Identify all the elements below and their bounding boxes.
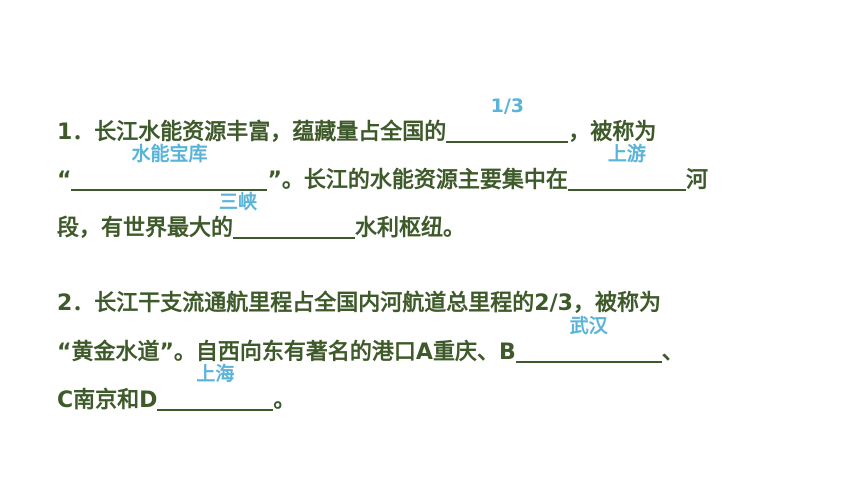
q1-blank-2: 水能宝库 xyxy=(71,143,268,191)
q2-line-1: 2．长江干支流通航里程占全国内河航道总里程的2/3，被称为 xyxy=(57,284,661,324)
q1-text-1a: 1．长江水能资源丰富，蕴藏量占全国的 xyxy=(57,120,447,145)
q1-blank-1: 1/3 xyxy=(446,95,569,143)
q2-text-3b: 。 xyxy=(273,388,296,413)
q2-text-2a: “黄金水道”。自西向东有著名的港口A重庆、B xyxy=(57,340,516,365)
q2-blank-1: 武汉 xyxy=(515,315,662,363)
q1-text-3a: 段，有世界最大的 xyxy=(57,216,234,241)
q1-line-1: 1．长江水能资源丰富，蕴藏量占全国的 1/3 ，被称为 xyxy=(57,95,657,153)
q1-text-3b: 水利枢纽。 xyxy=(355,216,466,241)
q2-text-2b: 、 xyxy=(661,340,684,365)
q2-text-1: 2．长江干支流通航里程占全国内河航道总里程的2/3，被称为 xyxy=(57,291,661,316)
q2-line-3: C南京和D 上海。 xyxy=(57,363,296,421)
q1-blank-4: 三峡 xyxy=(219,191,356,239)
q2-answer-1: 武汉 xyxy=(569,315,608,337)
q1-text-2b: ”。长江的水能资源主要集中在 xyxy=(267,168,568,193)
q1-line-3: 段，有世界最大的 三峡水利枢纽。 xyxy=(57,191,466,249)
q2-text-3a: C南京和D xyxy=(57,388,158,413)
q2-answer-2: 上海 xyxy=(196,363,235,385)
q1-text-2a: “ xyxy=(57,168,72,193)
q1-answer-3: 上游 xyxy=(607,143,646,165)
q2-blank-2: 上海 xyxy=(157,363,274,411)
q1-text-1b: ，被称为 xyxy=(568,120,657,145)
q1-answer-2: 水能宝库 xyxy=(131,143,208,165)
q1-blank-3: 上游 xyxy=(567,143,686,191)
q1-line-2: “ 水能宝库 ”。长江的水能资源主要集中在 上游河 xyxy=(57,143,708,201)
q2-line-2: “黄金水道”。自西向东有著名的港口A重庆、B 武汉、 xyxy=(57,315,684,373)
q1-answer-4: 三峡 xyxy=(219,191,258,213)
q1-text-2c: 河 xyxy=(685,168,708,193)
q1-answer-1: 1/3 xyxy=(490,95,524,117)
